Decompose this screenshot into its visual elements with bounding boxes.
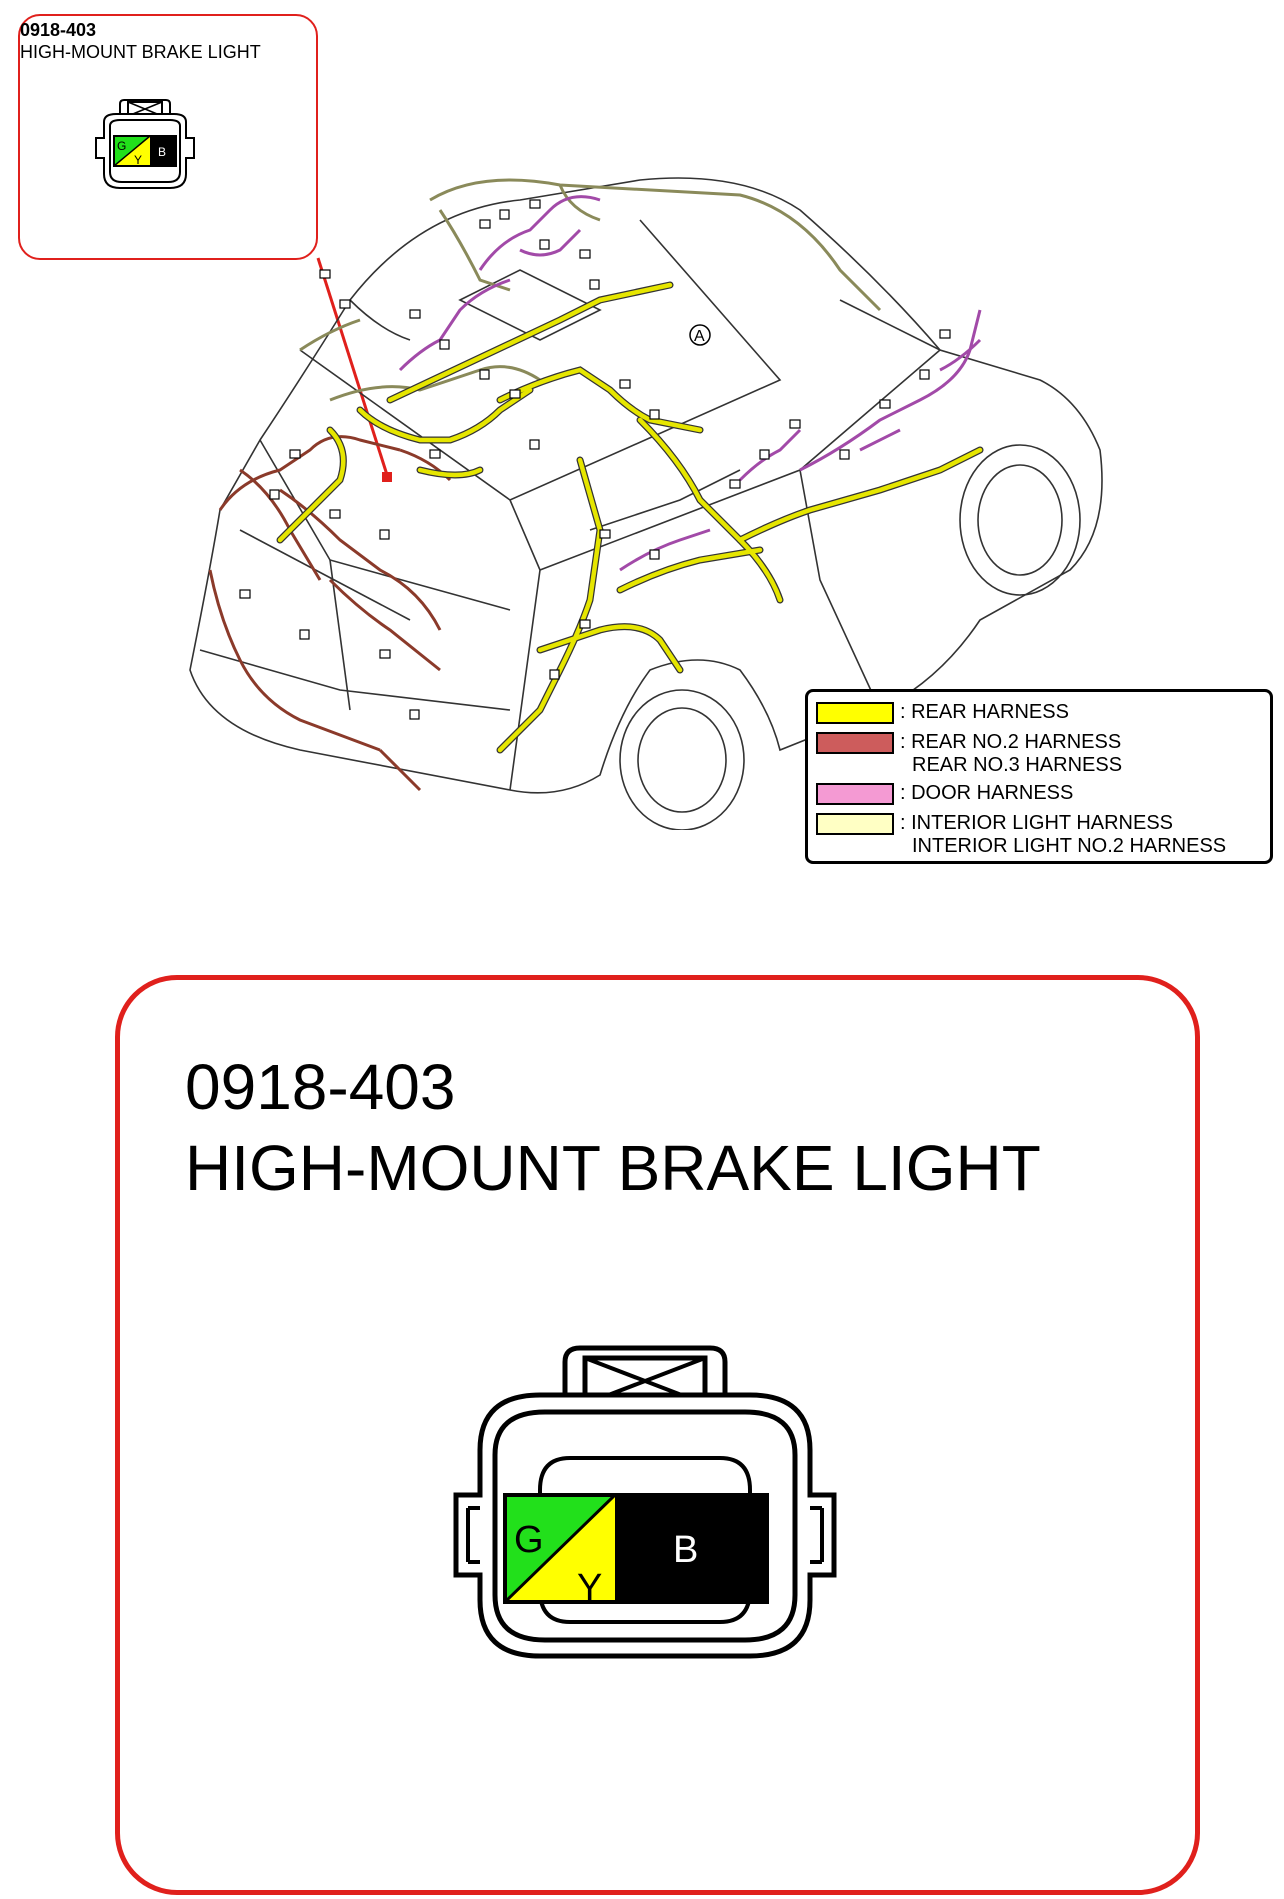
location-marker-a: A: [694, 328, 705, 345]
connector-name: HIGH-MOUNT BRAKE LIGHT: [185, 1132, 1041, 1204]
inset-connector-name: HIGH-MOUNT BRAKE LIGHT: [20, 42, 261, 62]
pin-b-label: B: [673, 1529, 698, 1571]
inset-pin-b-label: B: [158, 145, 166, 159]
legend-swatch-interior-light-harness: [816, 813, 894, 835]
harness-legend: : REAR HARNESS : REAR NO.2 HARNESS REAR …: [805, 689, 1273, 864]
legend-label-rear-harness: : REAR HARNESS: [900, 701, 1069, 723]
callout-leader-line: [316, 257, 392, 482]
inset-callout-box: [18, 14, 318, 260]
pin-b-fill: [615, 1495, 767, 1602]
inset-pin-y-label: Y: [134, 153, 142, 167]
legend-swatch-rear-harness: [816, 702, 894, 724]
vehicle-wiring-diagram: A: [189, 177, 1103, 830]
legend-label-rear-no2-harness: : REAR NO.2 HARNESS: [900, 731, 1122, 753]
inset-connector-icon: G Y B: [95, 99, 195, 189]
legend-label-interior-light-no2-harness: INTERIOR LIGHT NO.2 HARNESS: [912, 835, 1227, 857]
rear-harness-wires: [276, 281, 984, 754]
connector-detail-box: [115, 975, 1200, 1895]
interior-light-harness-wires: [299, 178, 882, 402]
inset-pin-g-label: G: [117, 139, 126, 153]
legend-label-interior-light-harness: : INTERIOR LIGHT HARNESS: [900, 812, 1174, 834]
legend-label-rear-no3-harness: REAR NO.3 HARNESS: [912, 754, 1123, 776]
pin-y-label: Y: [577, 1567, 602, 1609]
legend-label-door-harness: : DOOR HARNESS: [900, 782, 1074, 804]
car-body-outline: [189, 177, 1103, 830]
inset-pin-b-fill: [150, 136, 176, 166]
legend-swatch-rear-no2-harness: [816, 732, 894, 754]
rear-no2-harness-wires: [208, 435, 452, 792]
inset-connector-code: 0918-403: [20, 20, 97, 40]
door-harness-wires: [398, 195, 982, 572]
pin-g-label: G: [514, 1519, 544, 1561]
legend-swatch-door-harness: [816, 783, 894, 805]
connector-code: 0918-403: [185, 1051, 456, 1123]
connector-face-icon: G Y B: [453, 1345, 837, 1659]
wiring-connector-blocks: [239, 199, 951, 720]
